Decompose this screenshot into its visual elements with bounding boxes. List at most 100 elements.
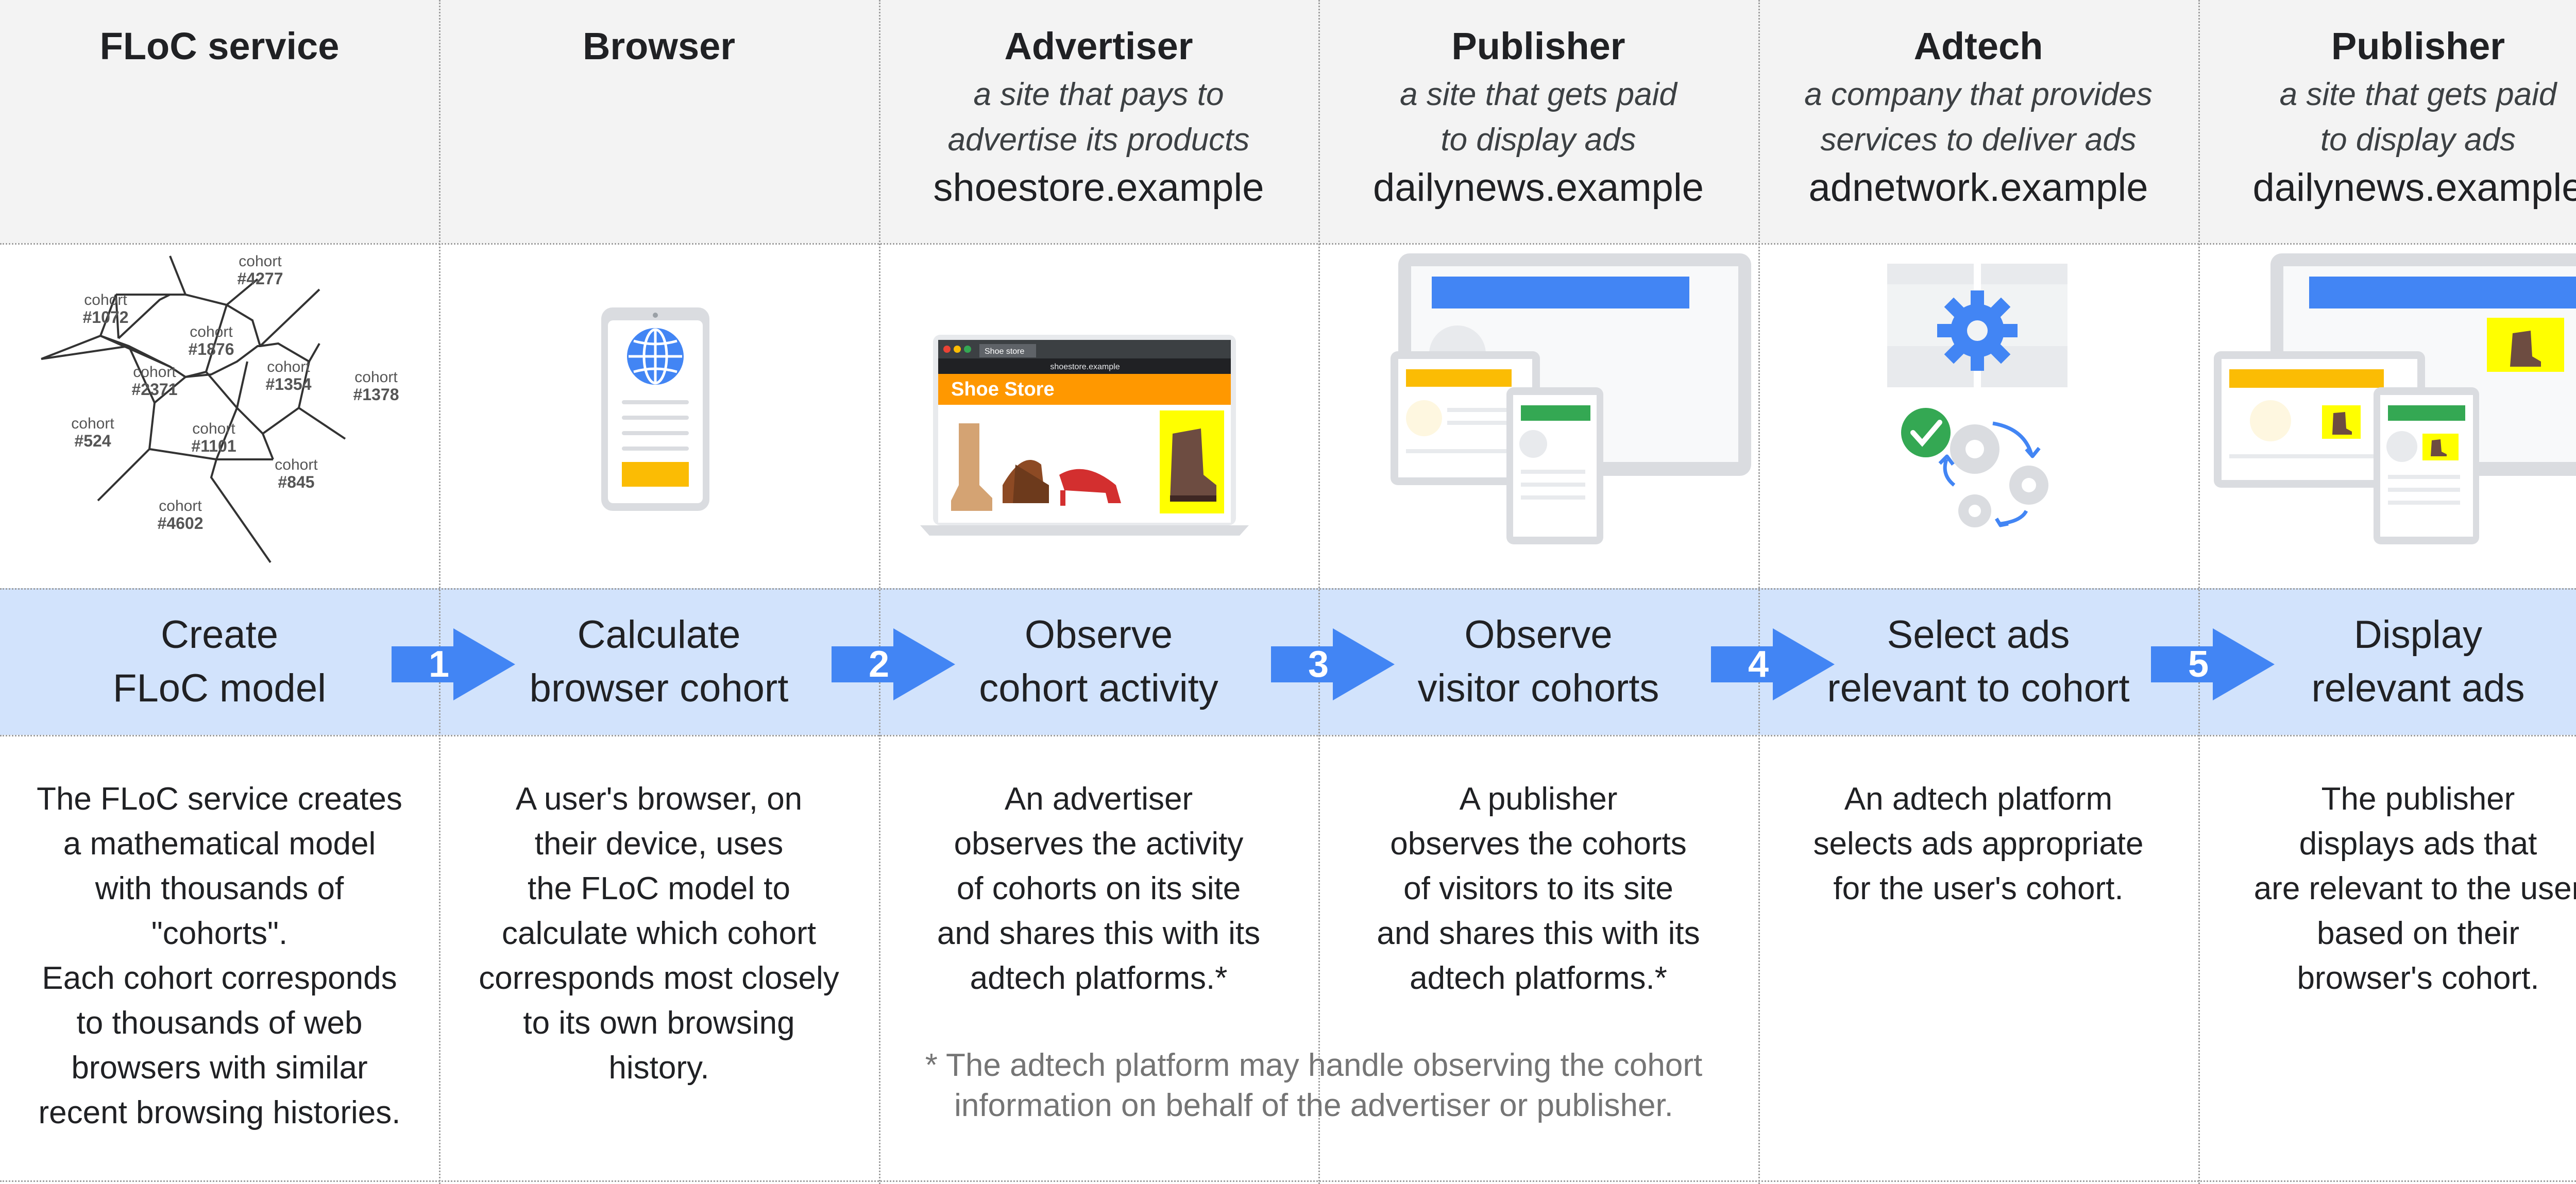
divider	[879, 0, 880, 1184]
phone-illustration	[439, 243, 879, 588]
adtech-gears-illustration	[1758, 243, 2198, 588]
adtech-gears	[1887, 264, 2067, 527]
column-description: The publisher displays ads that are rele…	[2253, 781, 2576, 996]
cohort-label: cohort	[275, 456, 318, 473]
column-description: An adtech platform selects ads appropria…	[1813, 781, 2144, 906]
phone-with-globe-icon	[601, 307, 709, 511]
step-observe-cohort-activity: Observe cohort activity	[879, 588, 1318, 735]
step-label: Calculate browser cohort	[529, 612, 789, 710]
step-arrow-5: 5	[2151, 628, 2275, 700]
small-gear-icon	[1950, 424, 2048, 527]
cohort-label: cohort	[159, 497, 202, 514]
column-subtitle: a company that provides services to deli…	[1804, 77, 2153, 158]
check-icon	[1901, 408, 1951, 457]
step-number: 2	[868, 644, 890, 685]
heel-icon	[1059, 469, 1121, 506]
column-header: Advertiser a site that pays to advertise…	[879, 21, 1318, 213]
divider	[1758, 0, 1760, 1184]
column-title: Publisher	[1451, 25, 1625, 67]
column-subtitle: a site that gets paid to display ads	[2279, 77, 2557, 158]
step-number: 3	[1308, 644, 1329, 685]
column-publisher-display: Publisher a site that gets paid to displ…	[2198, 0, 2576, 1184]
arrow-right-icon	[1271, 628, 1395, 700]
laptop-banner-text: Shoe Store	[951, 379, 1055, 400]
column-title: Publisher	[2331, 25, 2505, 67]
hiking-boot-icon	[2431, 439, 2447, 456]
column-subtitle: a site that pays to advertise its produc…	[947, 77, 1250, 158]
cohort-id: #4602	[158, 514, 204, 533]
step-display-relevant-ads: Display relevant ads	[2198, 588, 2576, 735]
cohort-id: #1072	[83, 308, 129, 327]
step-calculate-browser-cohort: Calculate browser cohort	[439, 588, 879, 735]
column-description: A user's browser, on their device, uses …	[479, 781, 839, 1086]
devices-with-ads-illustration	[2198, 243, 2576, 588]
column-header: Publisher a site that gets paid to displ…	[1318, 21, 1758, 213]
column-header: Adtech a company that provides services …	[1758, 21, 2198, 213]
arrow-right-icon	[2151, 628, 2275, 700]
cohort-id: #1354	[266, 375, 312, 393]
shoe-icon	[1003, 460, 1049, 503]
column-domain: shoestore.example	[933, 166, 1264, 210]
globe-icon	[627, 328, 684, 385]
laptop-url-text: shoestore.example	[1050, 363, 1120, 371]
hiking-boot-icon	[2332, 412, 2352, 435]
step-label: Select ads relevant to cohort	[1827, 612, 2130, 710]
column-title: Adtech	[1913, 25, 2043, 67]
column-adtech: Adtech a company that provides services …	[1758, 0, 2198, 1184]
step-arrow-3: 3	[1271, 628, 1395, 700]
divider	[0, 243, 2576, 245]
arrow-right-icon	[832, 628, 955, 700]
column-publisher: Publisher a site that gets paid to displ…	[1318, 0, 1758, 1184]
step-label: Observe visitor cohorts	[1417, 612, 1659, 710]
column-floc-service: FLoC service	[0, 0, 439, 1184]
column-title: Browser	[582, 25, 736, 67]
boot-icon	[951, 423, 992, 511]
arrow-right-icon	[1711, 628, 1835, 700]
cohort-id: #1876	[189, 340, 234, 358]
column-advertiser: Advertiser a site that pays to advertise…	[879, 0, 1318, 1184]
cohort-id: #845	[278, 473, 314, 491]
step-label: Observe cohort activity	[979, 612, 1218, 710]
divider	[2198, 0, 2200, 1184]
cohort-map-illustration: cohort #4277 cohort #1072 cohort #1876 c…	[0, 243, 439, 588]
divider	[0, 735, 2576, 736]
step-arrow-1: 1	[392, 628, 515, 700]
cohort-id: #1378	[353, 385, 399, 404]
cohort-label: cohort	[192, 420, 235, 437]
gear-icon	[1937, 290, 2018, 371]
header-band	[0, 0, 2576, 243]
cohort-label: cohort	[133, 364, 176, 381]
arrow-right-icon	[392, 628, 515, 700]
step-number: 4	[1748, 644, 1769, 685]
cohort-label: cohort	[190, 323, 233, 340]
cohort-id: #4277	[238, 269, 283, 288]
publisher-devices	[1391, 253, 1751, 544]
step-label: Create FLoC model	[113, 612, 326, 710]
hiking-boot-icon	[2510, 331, 2541, 367]
cohort-label: cohort	[239, 253, 282, 270]
column-header: Publisher a site that gets paid to displ…	[2198, 21, 2576, 213]
column-domain: dailynews.example	[2252, 166, 2576, 210]
divider	[0, 588, 2576, 590]
column-description: The FLoC service creates a mathematical …	[37, 781, 402, 1130]
devices-illustration	[1318, 243, 1758, 588]
column-subtitle: a site that gets paid to display ads	[1400, 77, 1677, 158]
column-description: A publisher observes the cohorts of visi…	[1377, 781, 1700, 996]
cohort-id: #1101	[191, 437, 236, 455]
step-observe-visitor-cohorts: Observe visitor cohorts	[1318, 588, 1758, 735]
divider	[1318, 0, 1320, 1184]
cohort-label: cohort	[84, 291, 127, 308]
step-select-ads: Select ads relevant to cohort	[1758, 588, 2198, 735]
cohort-voronoi-diagram: cohort #4277 cohort #1072 cohort #1876 c…	[41, 253, 399, 563]
cohort-label: cohort	[354, 369, 398, 386]
cohort-label: cohort	[267, 358, 310, 375]
laptop-tab-text: Shoe store	[985, 347, 1024, 356]
column-description: An advertiser observes the activity of c…	[937, 781, 1261, 996]
hiking-boot-icon	[1170, 428, 1216, 502]
laptop-shoe-store: Shoe store shoestore.example Shoe Store	[920, 335, 1249, 536]
cohort-id: #524	[74, 432, 111, 450]
step-number: 5	[2188, 644, 2209, 685]
divider	[0, 1180, 2576, 1182]
column-title: FLoC service	[99, 25, 340, 67]
column-domain: adnetwork.example	[1808, 166, 2148, 210]
